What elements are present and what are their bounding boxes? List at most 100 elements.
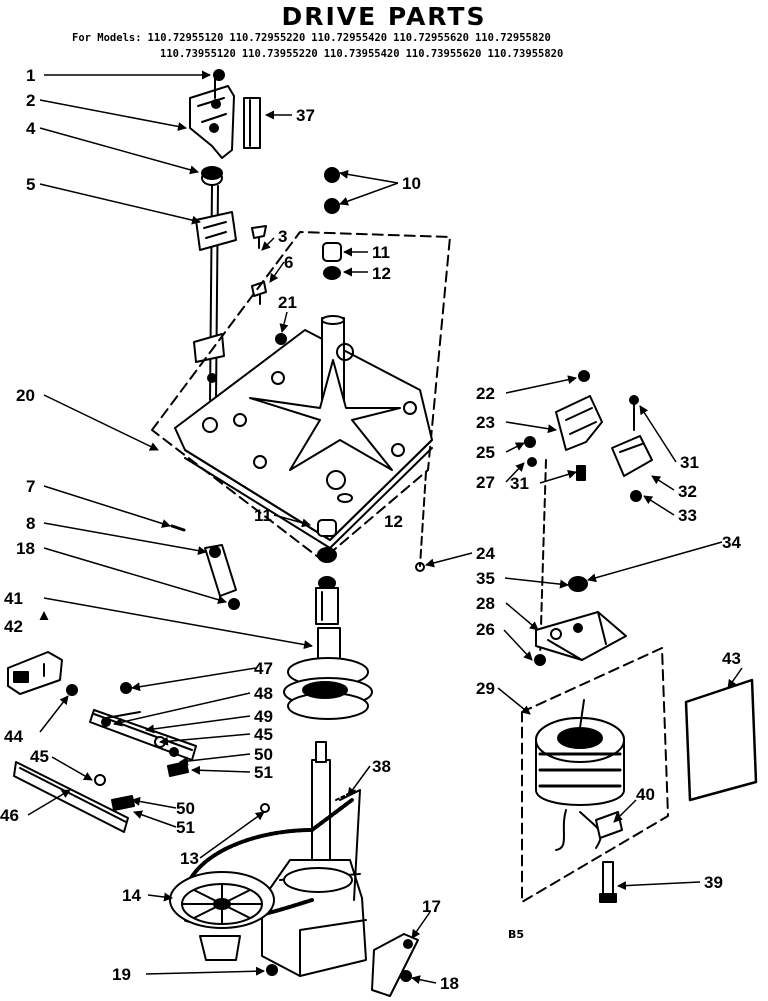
clutch-pulley-part bbox=[283, 627, 373, 720]
callout-24: 24 bbox=[476, 544, 495, 563]
callout-5: 5 bbox=[26, 175, 35, 194]
dashed-leader-line bbox=[419, 471, 427, 567]
bolt-part-39 bbox=[599, 861, 617, 903]
callout-44: 44 bbox=[4, 727, 23, 746]
callout-31-right: 31 bbox=[680, 453, 699, 472]
diagram-code: B5 bbox=[508, 928, 524, 941]
callout-26: 26 bbox=[476, 620, 495, 639]
shaft-top-parts bbox=[322, 167, 342, 280]
model-list-row-2: 110.73955120 110.73955220 110.73955420 110.… bbox=[72, 46, 762, 62]
callout-19: 19 bbox=[112, 965, 131, 984]
nut-part-21 bbox=[275, 333, 287, 345]
callout-37: 37 bbox=[296, 106, 315, 125]
callout-12-lower: 12 bbox=[384, 512, 403, 531]
callout-34: 34 bbox=[722, 533, 741, 552]
callout-32: 32 bbox=[678, 482, 697, 501]
bushing-part-4 bbox=[201, 166, 223, 186]
model-number: 110.73955620 bbox=[405, 48, 482, 60]
callout-40: 40 bbox=[636, 785, 655, 804]
base-plate-outline bbox=[151, 231, 451, 561]
callout-28: 28 bbox=[476, 594, 495, 613]
callout-1: 1 bbox=[26, 66, 35, 85]
model-number: 110.73955120 bbox=[160, 48, 236, 60]
center-column-parts bbox=[315, 519, 339, 625]
diagram-title: DRIVE PARTS bbox=[281, 2, 487, 31]
callout-48: 48 bbox=[254, 684, 273, 703]
callout-42: 42 bbox=[4, 617, 23, 636]
callout-21: 21 bbox=[278, 293, 297, 312]
callout-43: 43 bbox=[722, 649, 741, 668]
model-number: 110.72955120 bbox=[147, 32, 224, 44]
callout-20: 20 bbox=[16, 386, 35, 405]
cover-plate-part-43 bbox=[684, 678, 758, 802]
callout-4: 4 bbox=[26, 119, 36, 138]
callout-38: 38 bbox=[372, 757, 391, 776]
callout-23: 23 bbox=[476, 413, 495, 432]
lever-part-8 bbox=[170, 524, 240, 610]
callout-27: 27 bbox=[476, 473, 495, 492]
callout-46: 46 bbox=[0, 806, 19, 825]
motor-part-29 bbox=[535, 699, 625, 851]
screw-part-3 bbox=[251, 225, 267, 249]
callout-18-bottom: 18 bbox=[440, 974, 459, 993]
callout-11-top: 11 bbox=[372, 243, 390, 262]
callout-2: 2 bbox=[26, 91, 35, 110]
dashed-leader-line bbox=[539, 459, 547, 661]
callout-51-left: 51 bbox=[176, 818, 195, 837]
model-number: 110.73955420 bbox=[323, 48, 400, 60]
callout-18-left: 18 bbox=[16, 539, 35, 558]
model-list-row-1: For Models: 110.72955120 110.72955220 110.7… bbox=[72, 30, 762, 46]
pin-part-37 bbox=[243, 97, 261, 149]
callout-50-left: 50 bbox=[176, 799, 195, 818]
switch-part-42 bbox=[7, 651, 78, 696]
model-number: 110.72955620 bbox=[393, 32, 469, 44]
switch-part-32 bbox=[611, 395, 653, 502]
screw-part-6 bbox=[251, 281, 267, 305]
callout-45-right: 45 bbox=[254, 725, 273, 744]
callout-33: 33 bbox=[678, 506, 697, 525]
callout-8: 8 bbox=[26, 514, 35, 533]
callout-31-center: 31 bbox=[510, 474, 529, 493]
callout-13: 13 bbox=[180, 849, 199, 868]
model-number: 110.72955420 bbox=[311, 32, 388, 44]
motor-mount-part-28 bbox=[534, 576, 627, 666]
callout-12-top: 12 bbox=[372, 264, 391, 283]
callout-25: 25 bbox=[476, 443, 495, 462]
model-number: 110.73955220 bbox=[241, 48, 318, 60]
callout-11-lower: 11 bbox=[254, 506, 272, 525]
callout-41: 41 bbox=[4, 589, 23, 608]
ring-part-24 bbox=[415, 562, 425, 572]
models-prefix: For Models: bbox=[72, 32, 142, 44]
callout-leaders bbox=[27, 70, 743, 985]
bolt-part-19 bbox=[266, 964, 278, 976]
callout-35: 35 bbox=[476, 569, 495, 588]
callout-51-right: 51 bbox=[254, 763, 273, 782]
callout-50-right: 50 bbox=[254, 745, 273, 764]
pulley-part-14 bbox=[169, 871, 275, 961]
callout-3: 3 bbox=[278, 227, 287, 246]
callout-45-left: 45 bbox=[30, 747, 49, 766]
model-number: 110.72955220 bbox=[229, 32, 306, 44]
callout-22: 22 bbox=[476, 384, 495, 403]
transmission-part bbox=[260, 741, 367, 977]
motor-dashed-outline bbox=[521, 647, 669, 903]
callout-14: 14 bbox=[122, 886, 141, 905]
callout-29: 29 bbox=[476, 679, 495, 698]
brake-rod-part-5 bbox=[193, 185, 237, 401]
callout-17: 17 bbox=[422, 897, 441, 916]
callout-labels: 1 2 3 4 5 6 7 8 10 11 11 12 12 13 14 17 … bbox=[0, 66, 741, 993]
lever-part-17 bbox=[371, 933, 419, 997]
callout-49: 49 bbox=[254, 707, 273, 726]
model-list: For Models: 110.72955120 110.72955220 110.7… bbox=[72, 30, 762, 62]
callout-7: 7 bbox=[26, 477, 35, 496]
callout-10: 10 bbox=[402, 174, 421, 193]
callout-6: 6 bbox=[284, 253, 293, 272]
model-number: 110.72955820 bbox=[474, 32, 551, 44]
callout-47: 47 bbox=[254, 659, 273, 678]
base-plate-part bbox=[174, 315, 433, 549]
brake-bracket-part bbox=[189, 69, 235, 159]
switch-bracket-part-23 bbox=[524, 370, 603, 481]
callout-39: 39 bbox=[704, 873, 723, 892]
